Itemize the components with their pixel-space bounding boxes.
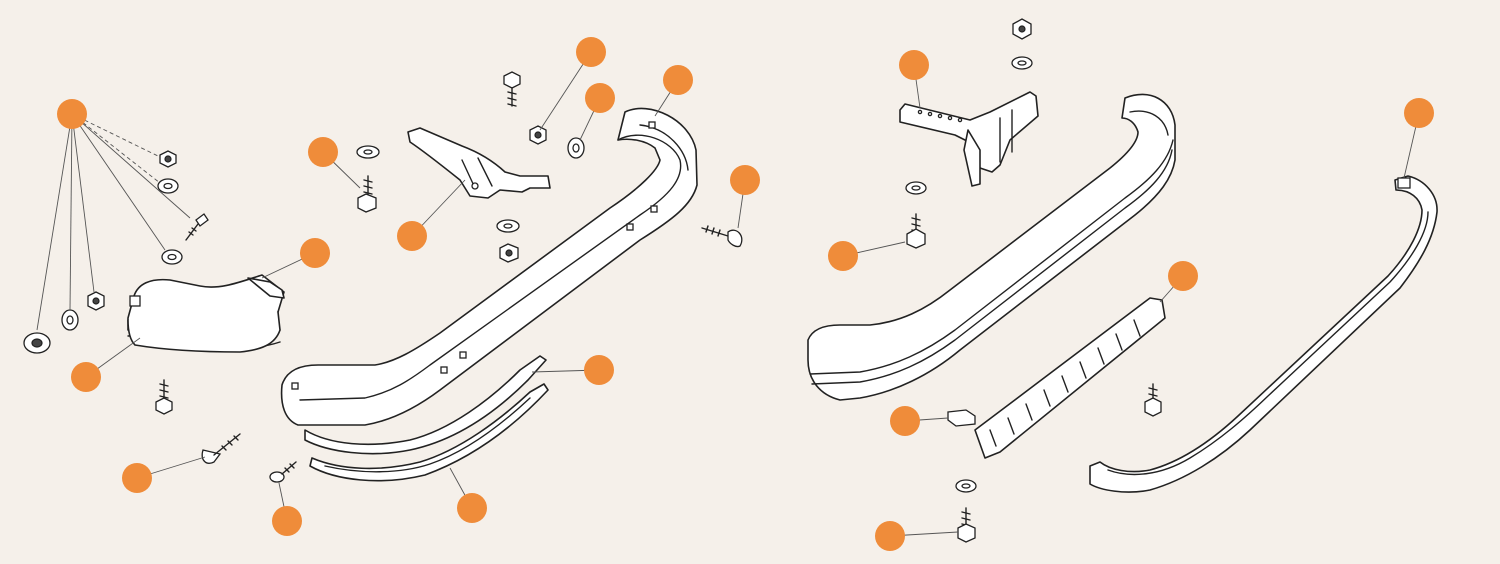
callout-marker	[875, 521, 905, 551]
callout-marker	[300, 238, 330, 268]
callout-marker	[1404, 98, 1434, 128]
callout-markers	[57, 37, 1434, 551]
rubber-guard	[974, 297, 1166, 459]
callout-marker	[890, 406, 920, 436]
left-hardware	[23, 150, 297, 483]
bumper-bracket-right	[899, 91, 1039, 187]
callout-marker	[585, 83, 615, 113]
callout-marker	[122, 463, 152, 493]
callout-marker	[1168, 261, 1198, 291]
callout-marker	[576, 37, 606, 67]
callout-marker	[899, 50, 929, 80]
callout-marker	[584, 355, 614, 385]
bumper-bracket-left	[407, 127, 551, 199]
callout-marker	[828, 241, 858, 271]
front-bumper-bar	[280, 107, 698, 426]
corner-bumper-section	[127, 274, 285, 353]
callout-marker	[397, 221, 427, 251]
callout-marker	[57, 99, 87, 129]
callout-marker	[272, 506, 302, 536]
callout-marker	[730, 165, 760, 195]
right-hardware	[905, 18, 1162, 543]
center-hardware	[356, 71, 743, 263]
bumper-rubber-strips	[304, 355, 549, 482]
callout-marker	[71, 362, 101, 392]
callout-marker	[457, 493, 487, 523]
rear-bumper-bar	[807, 93, 1176, 401]
callout-marker	[663, 65, 693, 95]
leader-lines-right	[842, 64, 1420, 537]
callout-marker	[308, 137, 338, 167]
